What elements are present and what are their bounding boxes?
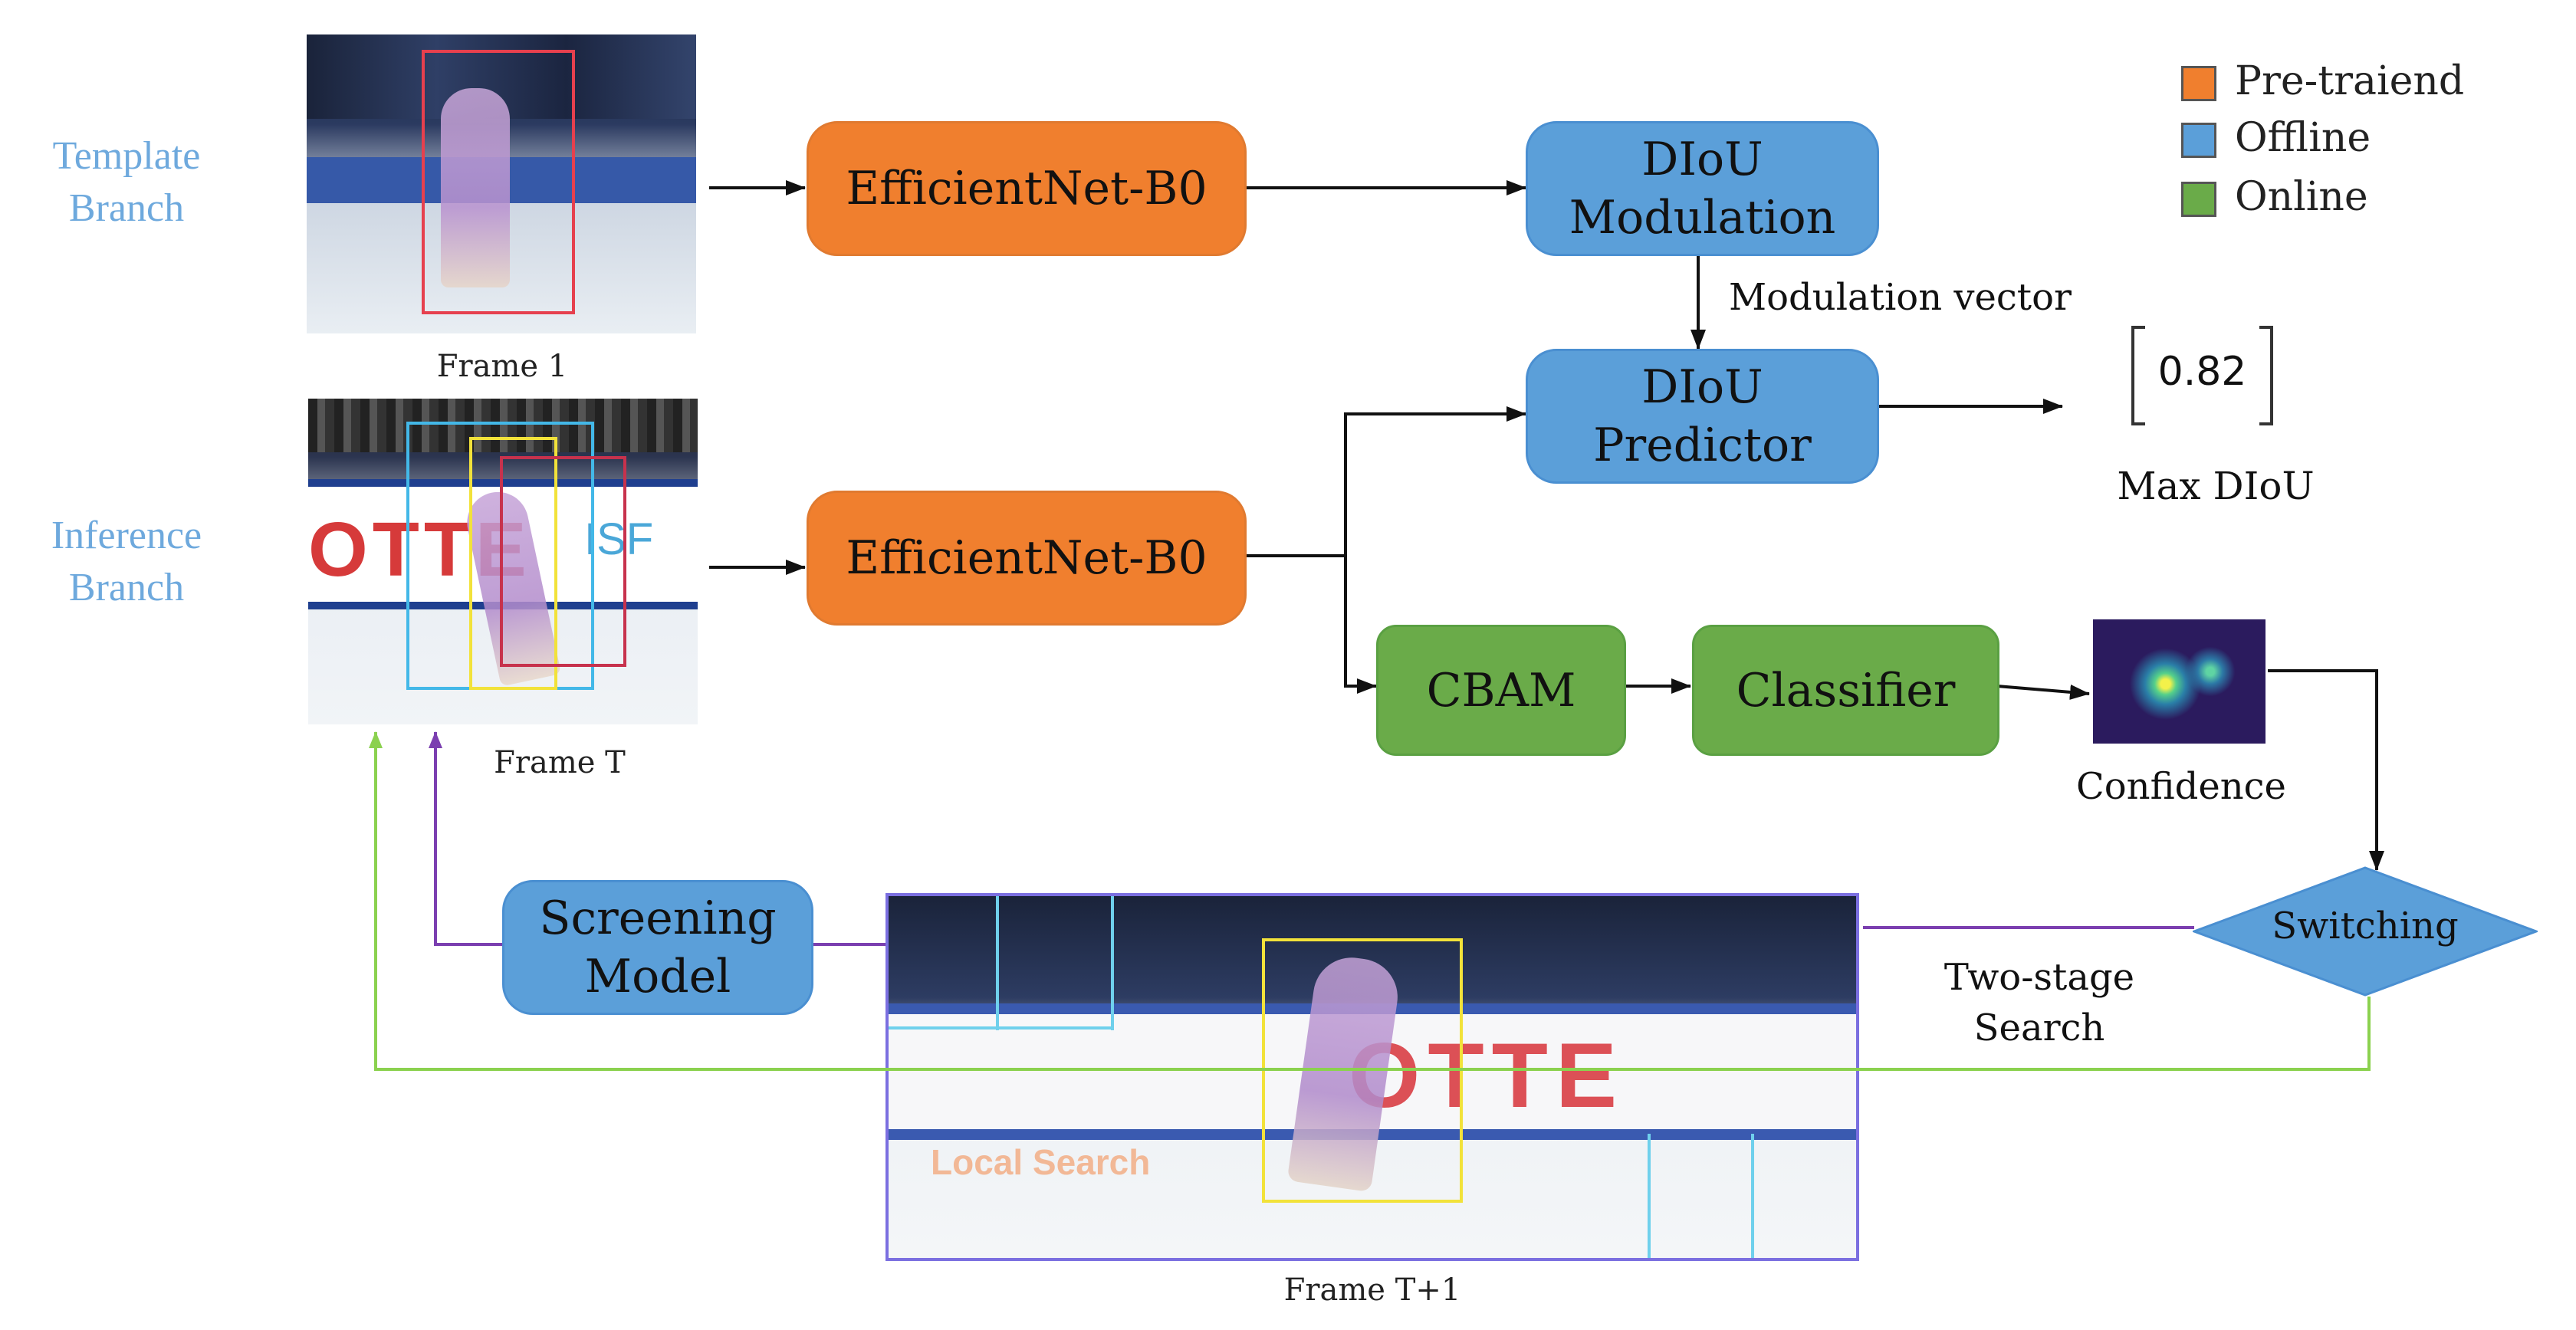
green-switch-to-frameT xyxy=(369,731,2371,1071)
legend-label-online: Online xyxy=(2235,174,2368,220)
confidence-label: Confidence xyxy=(2076,765,2286,808)
diou-modulation-block: DIoU Modulation xyxy=(1526,121,1879,256)
diou-output-bracket xyxy=(2131,326,2273,425)
arrow-classifier-to-confidence xyxy=(1996,684,2090,700)
diou-mod-line1: DIoU xyxy=(1641,133,1763,186)
inference-branch-label: Inference Branch xyxy=(15,510,238,614)
skater-figure xyxy=(441,88,510,287)
template-bbox xyxy=(422,50,575,314)
candidate-bbox-yellow xyxy=(469,437,557,690)
template-branch-text: Template Branch xyxy=(52,134,201,230)
search-grid-line xyxy=(889,1026,1114,1030)
legend-swatch-pretrained xyxy=(2181,66,2216,101)
local-search-label: Local Search xyxy=(931,1142,1151,1182)
efficientnet-b0-template-block: EfficientNet-B0 xyxy=(807,121,1247,256)
modulation-vector-label: Modulation vector xyxy=(1729,276,2072,319)
frame-1-image xyxy=(307,34,696,333)
legend-swatch-online xyxy=(2181,182,2216,217)
banner-logo: ISF xyxy=(584,514,654,564)
effnet-bottom-label: EfficientNet-B0 xyxy=(846,531,1208,585)
line-effnet-split xyxy=(1242,406,1526,557)
screening-model-block: Screening Model xyxy=(502,880,813,1015)
line-split-to-cbam xyxy=(1344,556,1377,694)
two-stage-search-label: Two-stage Search xyxy=(1894,952,2185,1053)
legend-label-pretrained: Pre-traiend xyxy=(2235,58,2465,104)
efficientnet-b0-inference-block: EfficientNet-B0 xyxy=(807,491,1247,626)
diou-pred-line2: Predictor xyxy=(1593,419,1812,472)
screening-line2: Model xyxy=(584,950,731,1003)
diou-bracket-tick xyxy=(2131,422,2145,425)
classifier-block: Classifier xyxy=(1692,625,1999,756)
cbam-block: CBAM xyxy=(1376,625,1626,756)
inference-branch-text: Inference Branch xyxy=(51,514,202,609)
switching-diamond xyxy=(2193,866,2538,997)
search-grid-line xyxy=(1111,896,1114,1030)
diou-predictor-block: DIoU Predictor xyxy=(1526,349,1879,484)
search-grid-line xyxy=(1751,1134,1754,1258)
max-diou-label: Max DIoU xyxy=(2117,464,2315,508)
frame-t-image: OTTE ISF xyxy=(308,399,698,724)
max-diou-value: 0.82 xyxy=(2157,349,2247,395)
screening-line1: Screening xyxy=(539,892,777,945)
crowd-band xyxy=(308,399,698,452)
frame-t1-image: OTTE Local Search xyxy=(886,893,1859,1261)
search-grid-line xyxy=(996,896,999,1030)
arrow-confidence-to-switching xyxy=(2268,669,2384,871)
diou-bracket-tick xyxy=(2259,422,2273,425)
legend-label-offline: Offline xyxy=(2235,115,2371,161)
diou-pred-line1: DIoU xyxy=(1641,360,1763,414)
diou-bracket-tick xyxy=(2131,326,2145,329)
diou-bracket-tick xyxy=(2259,326,2273,329)
two-stage-line1: Two-stage xyxy=(1944,956,2135,999)
cbam-label: CBAM xyxy=(1426,663,1576,718)
candidate-bbox-red xyxy=(500,456,626,667)
purple-screening-to-frameT xyxy=(429,731,502,946)
switching-label: Switching xyxy=(2272,905,2459,947)
diou-mod-line2: Modulation xyxy=(1569,191,1836,245)
two-stage-line2: Search xyxy=(1973,1007,2105,1049)
classifier-label: Classifier xyxy=(1736,663,1956,718)
frame-t-caption: Frame T xyxy=(494,745,626,780)
banner-text: OTTE xyxy=(1349,1024,1625,1127)
frame-1-caption: Frame 1 xyxy=(436,349,568,384)
search-grid-line xyxy=(1648,1134,1651,1258)
frame-t1-caption: Frame T+1 xyxy=(1283,1273,1461,1308)
template-branch-label: Template Branch xyxy=(15,130,238,235)
confidence-heatmap xyxy=(2093,619,2266,744)
effnet-top-label: EfficientNet-B0 xyxy=(846,162,1208,215)
legend-swatch-offline xyxy=(2181,123,2216,158)
